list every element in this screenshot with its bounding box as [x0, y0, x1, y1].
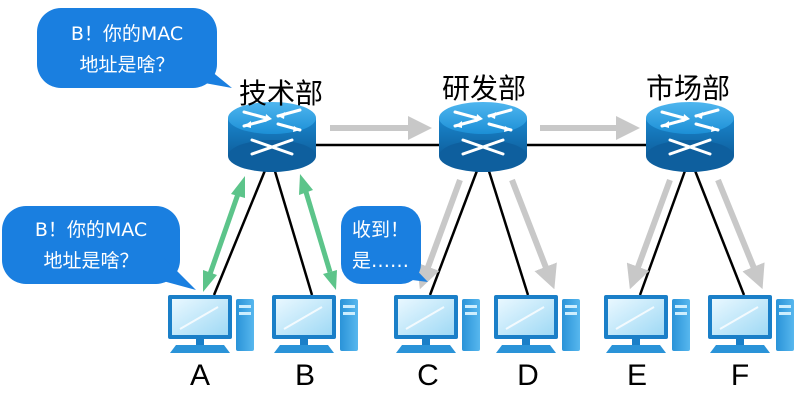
link-router1-host-b [272, 167, 314, 296]
speech-bubble-mid-left: B！你的MAC 地址是啥？ [2, 206, 196, 290]
broadcast-arrow-to-f [715, 178, 765, 290]
link-router3-host-f [692, 167, 746, 296]
computer-b [271, 294, 359, 354]
host-label-d: D [517, 359, 539, 392]
dept-label-rnd: 研发部 [442, 72, 526, 105]
bubble-mid-line2: 地址是啥？ [43, 250, 138, 272]
host-label-b: B [295, 359, 315, 392]
reply-arrow-b [299, 174, 337, 290]
bubble-reply-line1: 收到！ [352, 219, 409, 241]
link-router2-host-c [428, 167, 480, 296]
dept-label-tech: 技术部 [239, 77, 323, 110]
computer-f [707, 294, 795, 354]
request-arrows [203, 174, 337, 292]
link-router3-host-e [638, 167, 688, 296]
computer-d [493, 294, 581, 354]
host-label-e: E [627, 359, 647, 392]
router-market [644, 100, 736, 174]
bubble-top-line1: B！你的MAC [71, 23, 183, 45]
host-label-c: C [417, 359, 439, 392]
speech-bubble-reply: 收到！ 是…… [341, 206, 428, 284]
link-router1-host-a [212, 167, 268, 296]
host-label-f: F [731, 359, 749, 392]
broadcast-arrow-to-e [626, 178, 673, 290]
speech-bubble-top-left: B！你的MAC 地址是啥？ [37, 8, 232, 88]
computer-c [393, 294, 481, 354]
broadcast-arrows [330, 116, 765, 290]
broadcast-arrow-to-c [416, 178, 463, 290]
router-rnd [437, 100, 529, 174]
broadcast-arrow-to-d [509, 178, 557, 290]
host-label-a: A [190, 359, 210, 392]
bubble-top-line2: 地址是啥？ [79, 54, 174, 76]
bubble-reply-line2: 是…… [352, 250, 409, 272]
dept-label-market: 市场部 [646, 72, 730, 105]
bubble-mid-line1: B！你的MAC [35, 219, 147, 241]
link-router2-host-d [486, 167, 530, 296]
request-arrow-a [203, 176, 245, 292]
computer-e [603, 294, 691, 354]
computer-a [167, 294, 255, 354]
router-tech [226, 100, 318, 174]
